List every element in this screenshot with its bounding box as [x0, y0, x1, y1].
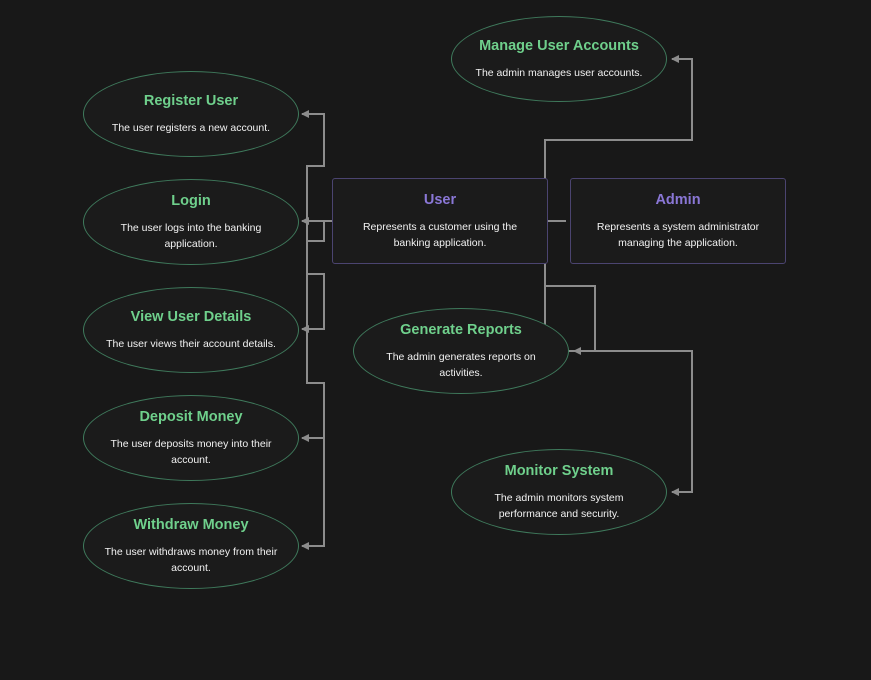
usecase-description: The admin monitors system performance an…: [494, 491, 624, 520]
usecase-login[interactable]: Login The user logs into the banking app…: [83, 179, 299, 265]
usecase-manage-user-accounts[interactable]: Manage User Accounts The admin manages u…: [451, 16, 667, 102]
usecase-title: Register User: [143, 92, 239, 109]
usecase-title: Deposit Money: [139, 408, 243, 425]
usecase-description: The admin generates reports on activitie…: [386, 350, 536, 379]
usecase-description: The user registers a new account.: [111, 121, 271, 134]
actor-title: User: [423, 191, 457, 208]
usecase-title: Generate Reports: [400, 321, 522, 338]
usecase-description: The user views their account details.: [106, 337, 276, 350]
usecase-view-user-details[interactable]: View User Details The user views their a…: [83, 287, 299, 373]
actor-description: Represents a system administrator managi…: [596, 220, 760, 249]
actor-title: Admin: [655, 191, 701, 208]
usecase-deposit-money[interactable]: Deposit Money The user deposits money in…: [83, 395, 299, 481]
actor-user[interactable]: User Represents a customer using the ban…: [332, 178, 548, 264]
usecase-monitor-system[interactable]: Monitor System The admin monitors system…: [451, 449, 667, 535]
usecase-description: The user withdraws money from their acco…: [104, 545, 278, 574]
edge-user-withdraw-money: [301, 220, 332, 550]
actor-admin[interactable]: Admin Represents a system administrator …: [570, 178, 786, 264]
usecase-title: Login: [171, 192, 211, 209]
usecase-title: View User Details: [130, 308, 252, 325]
usecase-title: Withdraw Money: [133, 516, 249, 533]
edge-user-register-user: [301, 110, 332, 222]
usecase-generate-reports[interactable]: Generate Reports The admin generates rep…: [353, 308, 569, 394]
usecase-title: Manage User Accounts: [479, 37, 639, 54]
usecase-description: The user logs into the banking applicati…: [120, 221, 262, 250]
usecase-description: The user deposits money into their accou…: [110, 437, 272, 466]
actor-description: Represents a customer using the banking …: [362, 220, 518, 249]
usecase-register-user[interactable]: Register User The user registers a new a…: [83, 71, 299, 157]
usecase-title: Monitor System: [504, 462, 614, 479]
usecase-description: The admin manages user accounts.: [475, 66, 643, 79]
usecase-withdraw-money[interactable]: Withdraw Money The user withdraws money …: [83, 503, 299, 589]
